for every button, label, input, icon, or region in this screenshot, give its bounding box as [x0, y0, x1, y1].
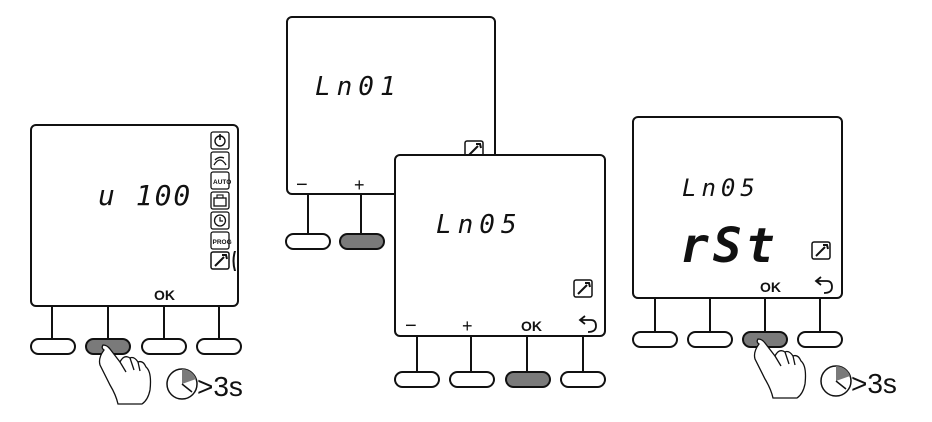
wrench-icon: [464, 140, 484, 159]
auto-icon: AUTO: [210, 171, 231, 190]
wrench-icon: [573, 279, 593, 298]
pressing-hand-icon: [98, 344, 152, 405]
pressing-hand-icon: [753, 338, 807, 399]
wrench-icon: [811, 241, 831, 260]
button-2[interactable]: [687, 331, 733, 348]
panel-u100: u 100 AUTO: [30, 124, 243, 405]
display-code: Ln05: [436, 210, 523, 240]
display-code: Ln01: [315, 72, 402, 102]
minus-label: −: [296, 174, 308, 196]
back-arrow-icon: [578, 315, 597, 333]
panel-ln01: Ln01 − +: [285, 16, 496, 250]
briefcase-icon: [210, 191, 230, 210]
back-arrow-icon: [814, 276, 833, 294]
button-3[interactable]: [141, 338, 187, 355]
panel-rst: Ln05 rSt OK >3s: [632, 116, 897, 399]
button-1[interactable]: [632, 331, 678, 348]
ok-label: OK: [760, 279, 781, 295]
lcd-screen: [286, 16, 496, 195]
hold-duration-label: >3s: [197, 371, 243, 402]
display-code-line1: Ln05: [682, 174, 760, 202]
plus-button[interactable]: [449, 371, 495, 388]
button-1[interactable]: [30, 338, 76, 355]
ok-label: OK: [521, 318, 542, 334]
heat-icon: [210, 151, 230, 170]
minus-button[interactable]: [285, 233, 331, 250]
display-code: u 100: [98, 179, 192, 212]
ok-button-pressed[interactable]: [505, 371, 551, 388]
plus-label: +: [462, 316, 473, 336]
power-icon: [210, 131, 230, 150]
panel-ln05: Ln05 − + OK: [394, 154, 606, 388]
minus-label: −: [405, 315, 417, 337]
clock-icon: [210, 211, 230, 230]
lcd-screen: [30, 124, 239, 307]
plus-button-pressed[interactable]: [339, 233, 385, 250]
lcd-screen: [394, 154, 606, 337]
svg-text:AUTO: AUTO: [213, 179, 231, 186]
selection-marker: [232, 251, 236, 271]
back-button[interactable]: [560, 371, 606, 388]
display-code-line2: rSt: [680, 218, 779, 274]
prog-icon: PROG: [210, 231, 232, 250]
button-4[interactable]: [196, 338, 242, 355]
timer-icon: [166, 368, 198, 400]
timer-icon: [820, 365, 852, 397]
plus-label: +: [354, 175, 365, 195]
hold-duration-label: >3s: [851, 368, 897, 399]
wrench-icon: [210, 251, 230, 270]
minus-button[interactable]: [394, 371, 440, 388]
mode-icon-column: AUTO PROG: [210, 131, 236, 271]
ok-label: OK: [154, 287, 175, 303]
svg-text:PROG: PROG: [213, 239, 232, 246]
lcd-screen: [632, 116, 843, 299]
back-button[interactable]: [797, 331, 843, 348]
